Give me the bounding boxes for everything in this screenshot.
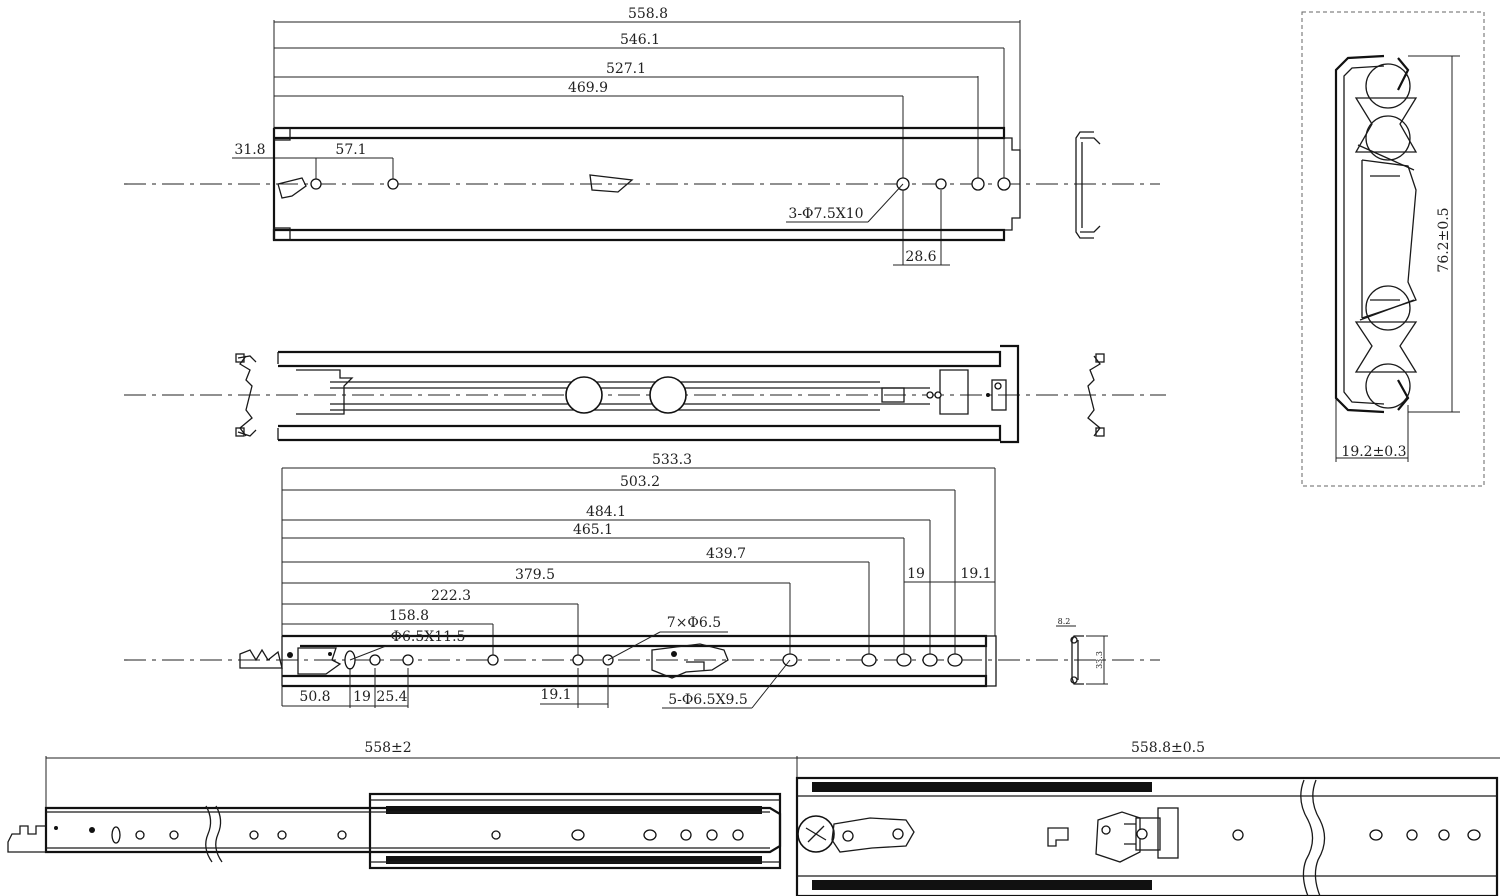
extended-view: 558±2 558.8±0.5 [7, 740, 1500, 896]
dim-width: 19.2±0.3 [1341, 444, 1406, 460]
dim-8-2: 8.2 [1058, 617, 1071, 626]
dim-28-6: 28.6 [905, 249, 936, 265]
dim-469-9: 469.9 [568, 80, 608, 96]
callout-7-holes: 7×Φ6.5 [667, 615, 721, 631]
dim-158-8: 158.8 [389, 608, 429, 624]
dim-503-2: 503.2 [620, 474, 660, 490]
dim-19-1-bottom: 19.1 [540, 687, 571, 703]
dim-439-7: 439.7 [706, 546, 746, 562]
callout-slot: Φ6.5X11.5 [391, 629, 466, 645]
dim-19-1-top: 19.1 [960, 566, 991, 582]
dim-19-top: 19 [907, 566, 925, 582]
dim-25-4: 25.4 [376, 689, 407, 705]
dim-465-1: 465.1 [573, 522, 613, 538]
top-view: 558.8 546.1 527.1 469.9 31.8 57.1 28.6 3… [124, 6, 1160, 266]
dim-31-8: 31.8 [234, 142, 265, 158]
callout-3-holes: 3-Φ7.5X10 [788, 206, 863, 222]
dim-484-1: 484.1 [586, 504, 626, 520]
dim-533-3: 533.3 [652, 452, 692, 468]
dim-50-8: 50.8 [299, 689, 330, 705]
dim-527-1: 527.1 [606, 61, 646, 77]
dim-57-1: 57.1 [335, 142, 366, 158]
dim-222-3: 222.3 [431, 588, 471, 604]
dim-558-2: 558±2 [364, 740, 411, 756]
middle-view [124, 344, 1166, 444]
dim-546-1: 546.1 [620, 32, 660, 48]
dim-379-5: 379.5 [515, 567, 555, 583]
dim-height: 76.2±0.5 [1436, 207, 1452, 272]
callout-5-slots: 5-Φ6.5X9.5 [668, 692, 748, 708]
lower-view: 533.3 503.2 484.1 465.1 439.7 379.5 222.… [124, 452, 1160, 709]
dim-33-3: 33.3 [1095, 651, 1104, 669]
dim-558-8: 558.8 [628, 6, 668, 22]
dim-558-8-tol: 558.8±0.5 [1131, 740, 1205, 756]
dim-19-bottom: 19 [353, 689, 371, 705]
cross-section: 76.2±0.5 19.2±0.3 [1301, 11, 1485, 487]
